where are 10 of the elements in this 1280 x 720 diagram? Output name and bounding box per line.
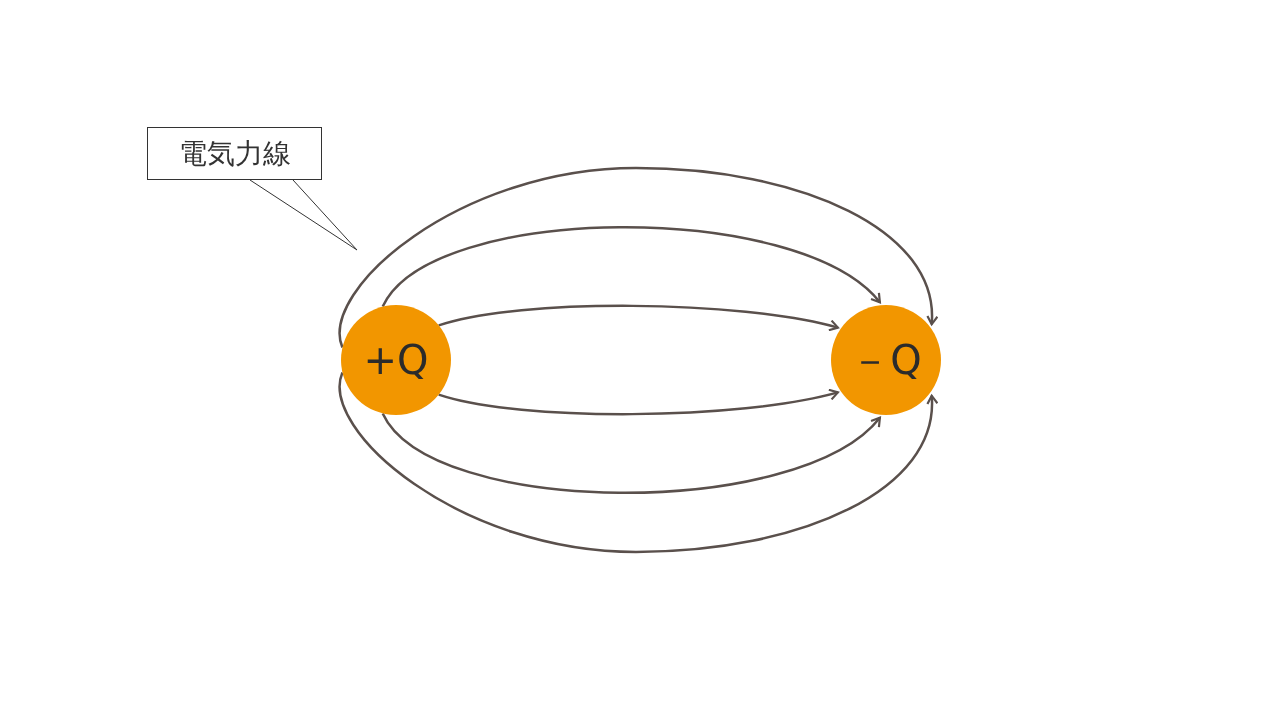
field-line-arrow <box>338 166 938 348</box>
field-line-arrow <box>381 226 881 308</box>
field-line-arrow <box>438 304 839 332</box>
leader-line <box>249 179 358 251</box>
callout-box: 電気力線 <box>147 127 322 180</box>
charge-circle: +Q <box>341 305 451 415</box>
charge-circle: －Q <box>831 305 941 415</box>
field-line-arrow <box>438 388 839 416</box>
field-line-arrow <box>338 372 938 554</box>
field-line-arrow <box>381 412 881 494</box>
